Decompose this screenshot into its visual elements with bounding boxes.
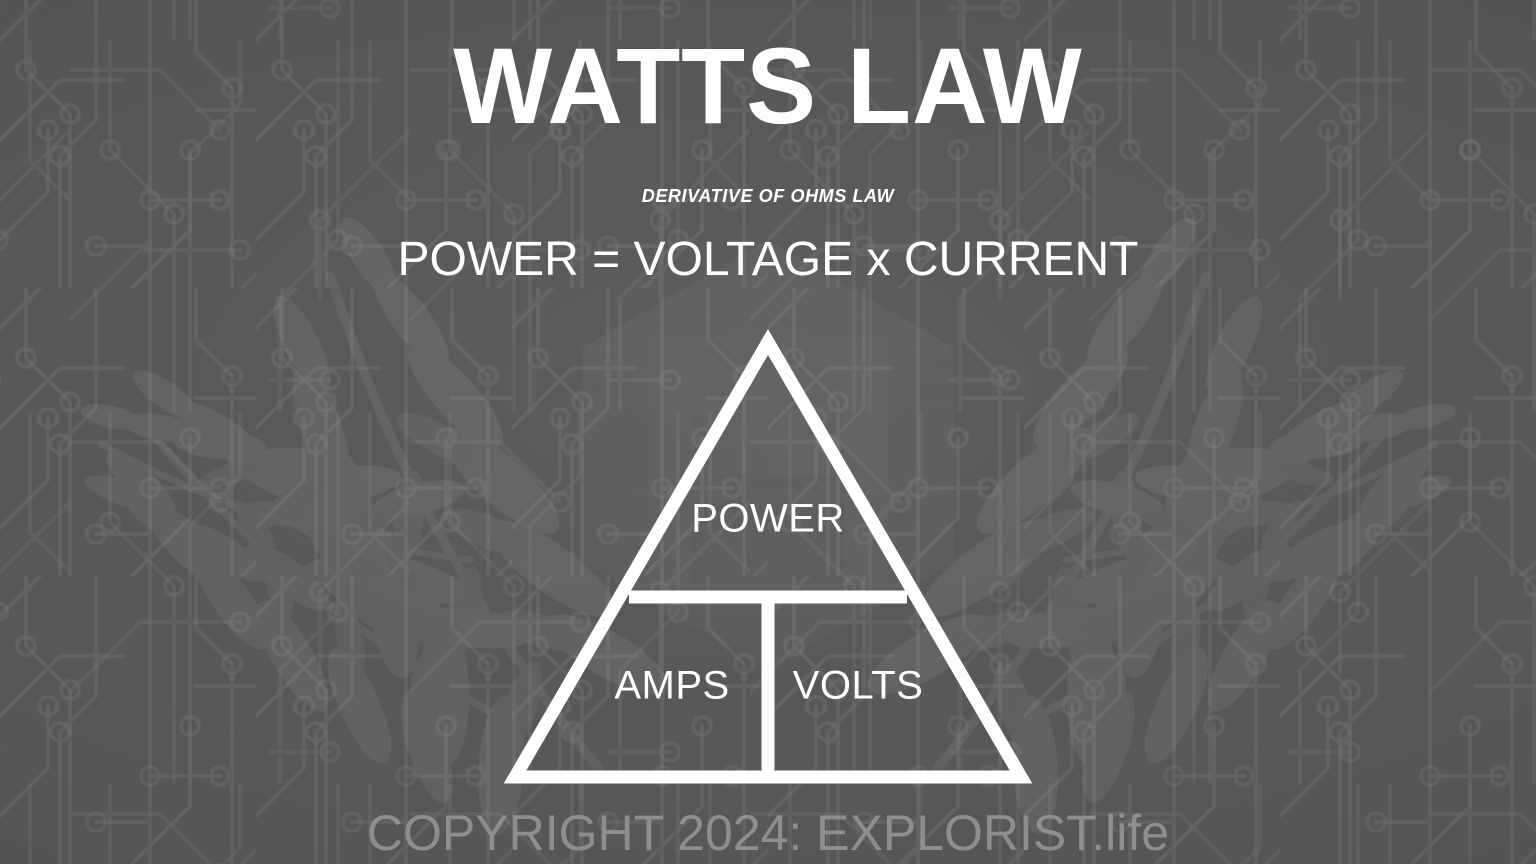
triangle-label-power: POWER [691, 496, 845, 541]
copyright-notice: COPYRIGHT 2024: EXPLORIST.life [366, 805, 1170, 861]
slide-subtitle: DERIVATIVE OF OHMS LAW [641, 186, 895, 206]
triangle-label-amps: AMPS [614, 663, 730, 708]
triangle-label-volts: VOLTS [792, 663, 924, 708]
formula-text: POWER = VOLTAGE x CURRENT [397, 233, 1139, 286]
page-title: WATTS LAW [453, 25, 1083, 146]
